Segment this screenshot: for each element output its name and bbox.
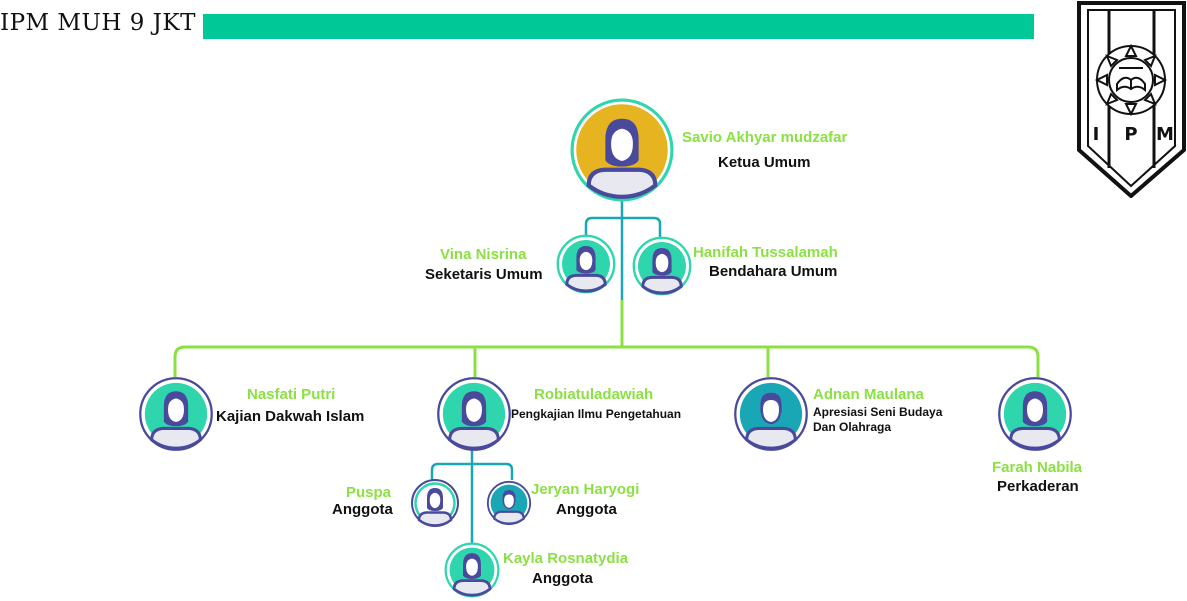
bendahara-name: Hanifah Tussalamah — [693, 244, 838, 261]
sekretaris-name: Vina Nisrina — [440, 246, 527, 263]
division-4-avatar — [998, 377, 1072, 451]
header-accent-bar — [203, 14, 1034, 39]
member-3-name: Kayla Rosnatydia — [503, 550, 629, 567]
division-1-name: Nasfati Putri — [247, 386, 336, 403]
sekretaris-role: Seketaris Umum — [425, 266, 543, 283]
member-2-name: Jeryan Haryogi — [531, 481, 640, 498]
division-3-role-line2: Dan Olahraga — [813, 420, 892, 434]
sun-emblem-icon — [1094, 43, 1168, 117]
connector-division-bar — [173, 345, 1040, 377]
division-1-avatar — [139, 377, 213, 451]
sekretaris-avatar — [556, 234, 616, 294]
ipm-logo: I P M — [1077, 1, 1186, 198]
connector-to-jeryan — [472, 462, 514, 480]
member-3-avatar — [444, 542, 500, 598]
ketua-avatar — [570, 98, 674, 202]
division-3-name: Adnan Maulana — [813, 386, 924, 403]
division-4-name: Farah Nabila — [992, 459, 1083, 476]
member-2-role: Anggota — [556, 501, 617, 518]
member-1-name: Puspa — [346, 484, 392, 501]
member-1-avatar — [411, 479, 459, 527]
division-3-avatar — [734, 377, 808, 451]
division-2-name: Robiatuladawiah — [534, 386, 654, 403]
bendahara-role: Bendahara Umum — [709, 263, 838, 280]
division-2-avatar — [437, 377, 511, 451]
logo-letter-p: P — [1124, 124, 1137, 145]
division-4-role: Perkaderan — [997, 478, 1079, 495]
ketua-role: Ketua Umum — [718, 154, 811, 171]
member-3-role: Anggota — [532, 570, 593, 587]
division-3-role-line1: Apresiasi Seni Budaya — [813, 405, 943, 419]
bendahara-avatar — [632, 236, 692, 296]
connector-to-puspa — [430, 462, 472, 480]
division-1-role: Kajian Dakwah Islam — [216, 408, 365, 425]
division-2-role: Pengkajian Ilmu Pengetahuan — [511, 407, 682, 421]
connector-ketua-to-bendahara — [622, 216, 662, 240]
connector-ketua-to-sekretaris — [584, 216, 622, 238]
page-title: IPM MUH 9 JKT — [0, 10, 196, 36]
member-2-avatar — [486, 480, 532, 526]
member-1-role: Anggota — [332, 501, 393, 518]
logo-letter-m: M — [1156, 124, 1174, 145]
ketua-name: Savio Akhyar mudzafar — [682, 129, 848, 146]
logo-letter-i: I — [1093, 124, 1100, 145]
